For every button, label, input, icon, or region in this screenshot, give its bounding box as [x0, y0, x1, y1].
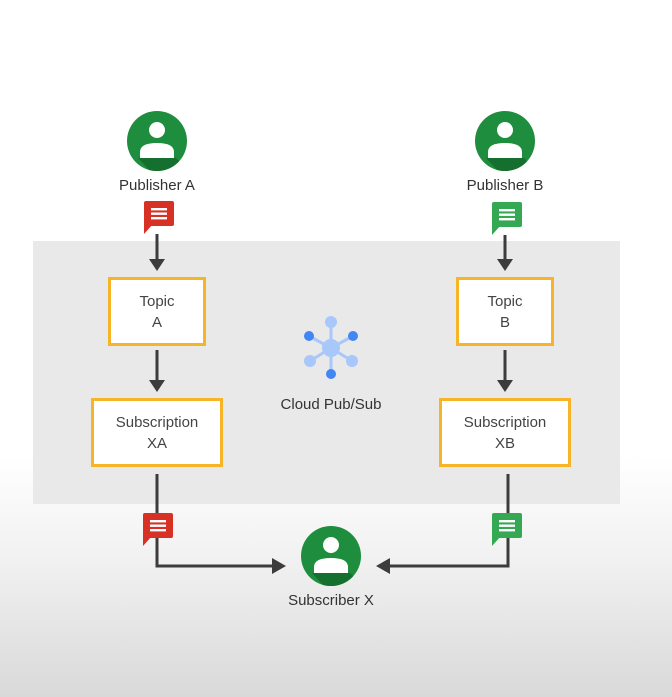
- pubsub-icon: [304, 316, 358, 379]
- arrow-topic-b-to-subscription-xb: [497, 350, 513, 392]
- arrow-publisher-b-to-topic-b: [497, 235, 513, 271]
- pubsub-label: Cloud Pub/Sub: [280, 396, 382, 413]
- message-xa-icon: [143, 513, 173, 546]
- topic-b-title: Topic: [487, 292, 523, 310]
- message-a-icon: [144, 201, 174, 234]
- topic-a-title: Topic: [139, 292, 175, 310]
- topic-a-box: Topic A: [108, 277, 206, 346]
- subscription-xb-name: XB: [494, 434, 515, 452]
- message-b-icon: [492, 202, 522, 235]
- topic-b-box: Topic B: [456, 277, 554, 346]
- subscription-xa-title: Subscription: [115, 413, 199, 431]
- topic-a-name: A: [151, 313, 162, 331]
- subscription-xb-box: Subscription XB: [439, 398, 571, 467]
- subscriber-x-person-icon: [301, 526, 361, 586]
- publisher-b-person-icon: [475, 111, 535, 171]
- arrow-subscription-xa-to-subscriber: [155, 474, 286, 574]
- publisher-a-label: Publisher A: [119, 177, 195, 194]
- publisher-a-person-icon: [127, 111, 187, 171]
- arrow-topic-a-to-subscription-xa: [149, 350, 165, 392]
- arrow-subscription-xb-to-subscriber: [376, 474, 510, 574]
- subscriber-x-label: Subscriber X: [288, 592, 374, 609]
- arrow-publisher-a-to-topic-a: [149, 234, 165, 271]
- message-xb-icon: [492, 513, 522, 546]
- subscription-xa-name: XA: [146, 434, 167, 452]
- subscription-xa-box: Subscription XA: [91, 398, 223, 467]
- subscription-xb-title: Subscription: [463, 413, 547, 431]
- topic-b-name: B: [499, 313, 510, 331]
- publisher-b-label: Publisher B: [466, 177, 544, 194]
